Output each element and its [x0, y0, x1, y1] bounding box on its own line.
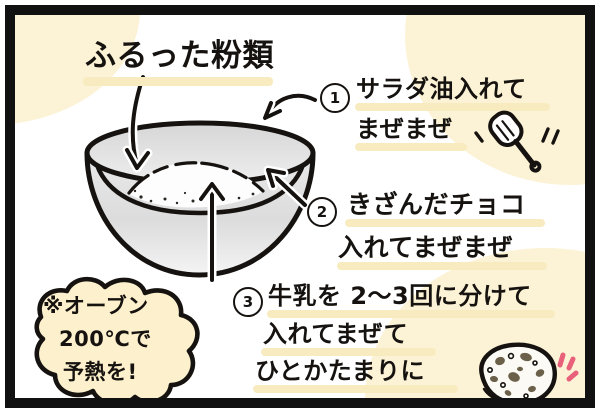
highlight-step-2b — [337, 262, 547, 270]
memo-line-3: 予熱を! — [63, 360, 138, 384]
step-3-line-1: 牛乳を 2〜3回に分けて — [268, 282, 532, 310]
memo-line-2: 200℃で — [59, 327, 152, 351]
step-2-number: 2 — [307, 197, 337, 227]
step-2-line-1: きざんだチョコ — [347, 190, 526, 219]
spatula-icon — [470, 107, 565, 187]
step-3-line-2: 入れてまぜて — [263, 320, 409, 348]
step-3-line-3: ひとかたまりに — [255, 357, 426, 385]
step-3-number: 3 — [233, 287, 263, 317]
sparkle-marks — [557, 352, 579, 382]
highlight-step-3 — [267, 310, 555, 318]
comic-panel: ふるった粉類 1 サラダ油入れて まぜまぜ — [15, 15, 585, 398]
arrow-to-flour — [122, 72, 153, 173]
memo-line-1: ※オーブン — [43, 294, 149, 318]
flour-label: ふるった粉類 — [85, 38, 274, 74]
step-1-line-2: まぜまぜ — [356, 115, 453, 143]
comic-panel-frame: ふるった粉類 1 サラダ油入れて まぜまぜ — [5, 5, 595, 408]
highlight-step-3b — [261, 348, 436, 356]
highlight-step-1 — [355, 103, 550, 111]
highlight-step-3c — [253, 385, 458, 393]
highlight-step-2 — [345, 219, 545, 227]
arrow-step-2 — [263, 165, 310, 210]
dough-ball-icon — [470, 335, 585, 398]
oven-preheat-memo: ※オーブン 200℃で 予熱を! — [23, 273, 228, 398]
step-1-number: 1 — [320, 83, 350, 113]
mixing-bowl — [77, 115, 327, 290]
step-1-line-1: サラダ油入れて — [356, 75, 527, 103]
highlight-flour-label — [83, 77, 273, 86]
arrow-step-1 — [260, 91, 320, 123]
highlight-step-1b — [355, 143, 467, 151]
step-2-line-2: 入れてまぜまぜ — [338, 233, 514, 262]
arrow-step-3 — [196, 179, 228, 285]
